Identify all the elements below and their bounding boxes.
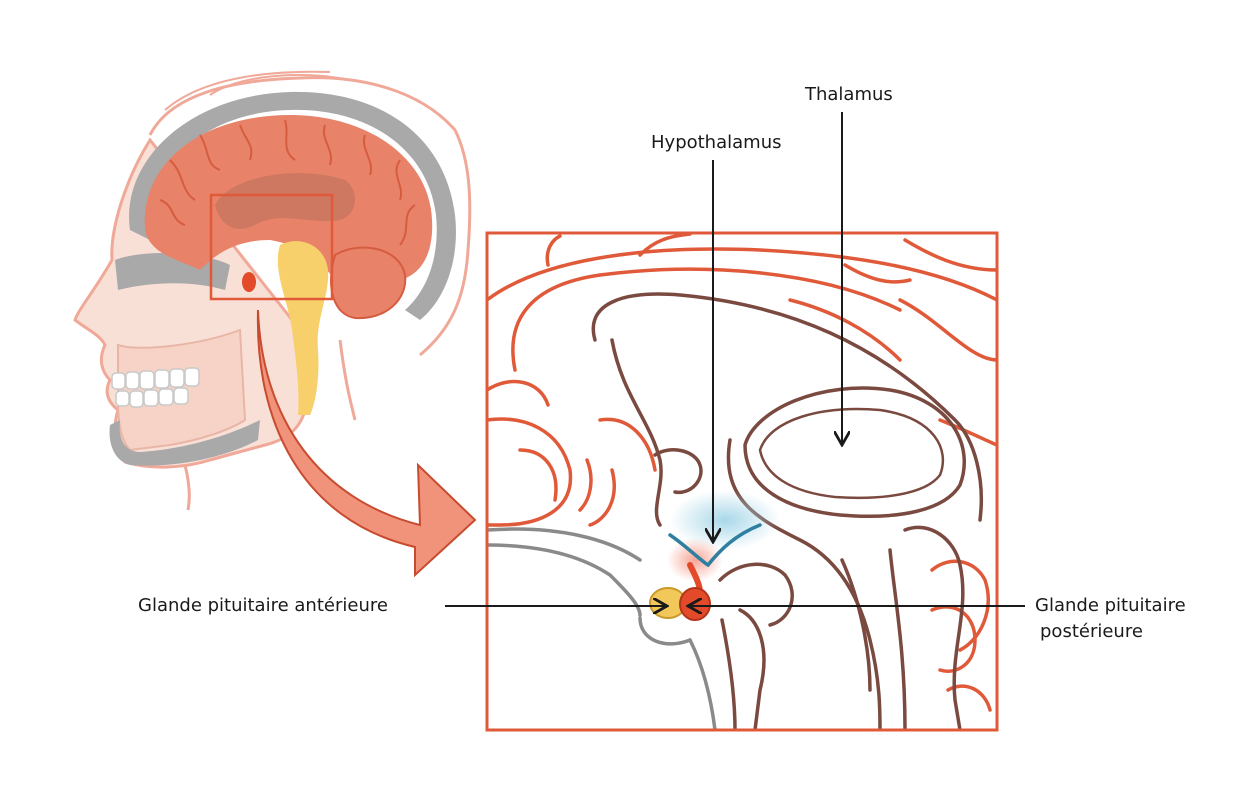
hypothalamus-outline <box>668 523 762 568</box>
hair-outline-2 <box>164 70 351 111</box>
posterior-pituitary <box>679 587 711 621</box>
posterior-pituitary-label-line1: Glande pituitaire <box>1035 595 1186 616</box>
skull <box>129 91 456 320</box>
teeth <box>111 367 200 408</box>
zoom-frame <box>485 231 999 732</box>
hypothalamus-glow <box>670 490 780 550</box>
thalamus-label: Thalamus <box>805 84 893 105</box>
brainstem <box>277 241 329 415</box>
pituitary-small <box>242 272 256 292</box>
hypothalamus-label: Hypothalamus <box>651 132 782 153</box>
zoomed-detail <box>485 231 999 732</box>
anterior-pituitary-label: Glande pituitaire antérieure <box>138 595 388 616</box>
zoom-arrow <box>256 309 477 578</box>
head-illustration <box>73 70 472 511</box>
grey-lines <box>487 527 717 730</box>
cerebrum-gyri <box>159 119 416 246</box>
posterior-pituitary-label-line2: postérieure <box>1040 621 1143 642</box>
lower-jaw <box>109 420 261 466</box>
zoom-box <box>209 193 334 301</box>
cortex-folds <box>487 233 997 712</box>
neck <box>183 339 357 511</box>
red-glow <box>667 538 723 582</box>
inner-structures <box>591 292 984 730</box>
inner-brain <box>215 173 356 229</box>
cerebellum <box>330 246 407 320</box>
